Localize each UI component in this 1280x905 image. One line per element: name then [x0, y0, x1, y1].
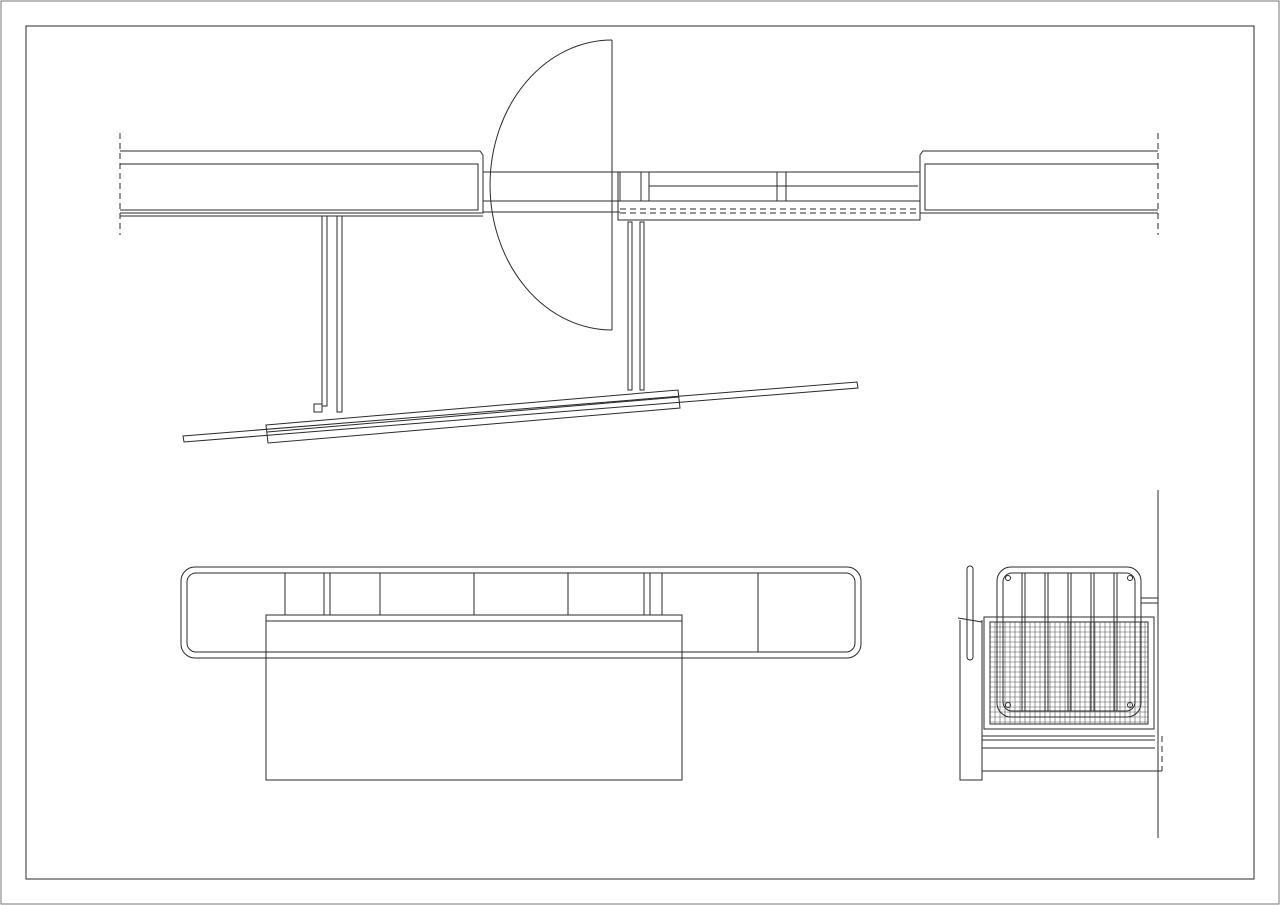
gate-outer — [996, 566, 1142, 718]
gate-bars — [1021, 572, 1118, 712]
side-elevation — [957, 490, 1163, 838]
left-wall — [119, 133, 484, 235]
mesh-grid — [990, 622, 1148, 724]
door-swing — [482, 39, 621, 331]
mesh-frame — [983, 616, 1155, 730]
handrail-inner — [186, 572, 856, 653]
bolt-icon — [1005, 702, 1011, 708]
platform-box — [265, 614, 683, 781]
right-wall — [919, 133, 1159, 235]
front-elevation — [180, 566, 862, 781]
rail-balusters — [284, 573, 759, 652]
support-struts — [313, 215, 645, 413]
bolt-icon — [1127, 575, 1133, 581]
bolt-icon — [1005, 575, 1011, 581]
side-support — [959, 620, 983, 781]
threshold-frame — [617, 171, 921, 221]
side-rail-post — [966, 565, 974, 661]
bolt-icon — [1127, 702, 1133, 708]
plan-view — [119, 39, 1159, 444]
drawing-frame — [25, 25, 1255, 880]
base-plates — [982, 735, 1163, 772]
mesh-panel — [989, 621, 1149, 725]
ramp-plate — [182, 381, 859, 444]
handrail-outer — [180, 566, 862, 659]
